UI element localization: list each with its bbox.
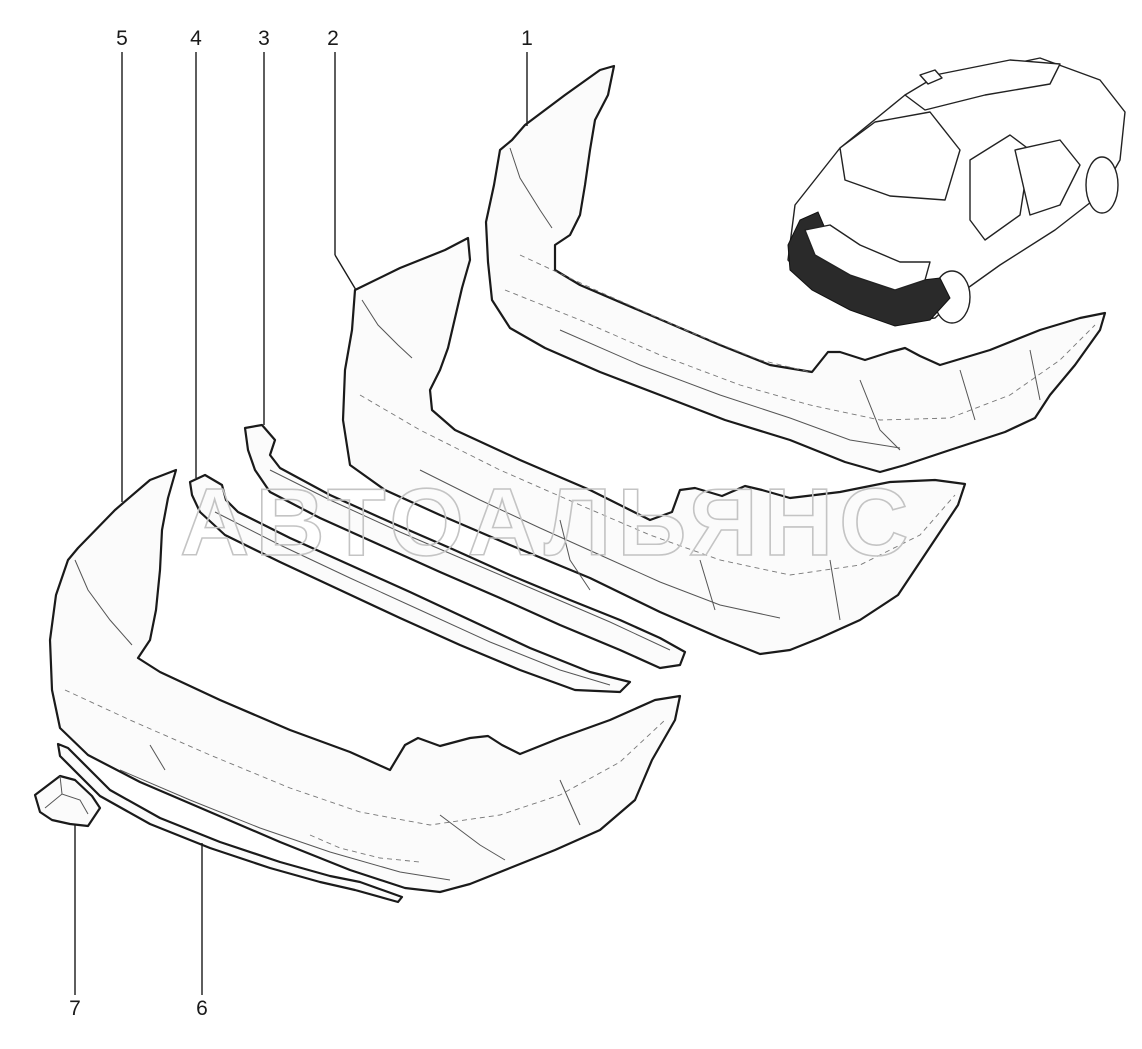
callout-7: 7	[69, 997, 81, 1020]
watermark-text: АВТОАЛЬЯНС	[180, 469, 914, 576]
vehicle-reference-view	[787, 57, 1126, 327]
callout-3: 3	[258, 27, 270, 50]
part-5-bumper	[48, 468, 682, 894]
part-6-seal-strip	[56, 742, 404, 904]
part-4-trim-strip	[188, 473, 632, 694]
part-2-bumper	[341, 236, 967, 656]
callout-6: 6	[196, 997, 208, 1020]
callout-labels: 1 2 3 4 5 6 7	[69, 27, 533, 1020]
callout-1: 1	[521, 27, 533, 50]
callout-2: 2	[327, 27, 339, 50]
leader-lines	[74, 52, 528, 995]
callout-5: 5	[116, 27, 128, 50]
part-7-bracket	[33, 774, 102, 828]
part-1-bumper	[484, 64, 1107, 474]
callout-4: 4	[190, 27, 202, 50]
part-3-trim-strip	[243, 423, 687, 670]
